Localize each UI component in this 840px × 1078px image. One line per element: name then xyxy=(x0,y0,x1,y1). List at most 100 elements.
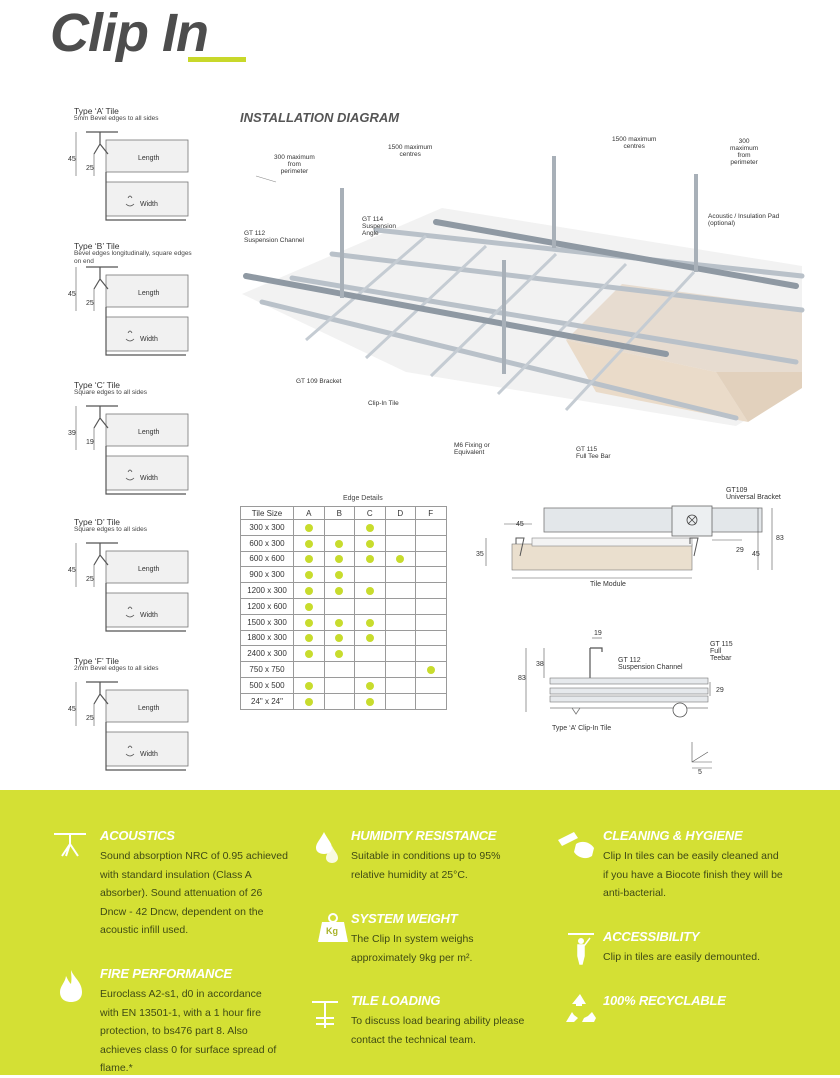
load-icon xyxy=(310,994,340,1035)
feature-heading: 100% RECYCLABLE xyxy=(603,993,726,1008)
edge-cell xyxy=(354,519,386,536)
edge-cell xyxy=(354,676,386,694)
cleaning-hand-icon xyxy=(556,830,598,867)
tile-name: Type ‘D’ Tile xyxy=(74,517,120,527)
tile-size-cell: 2400 x 300 xyxy=(240,645,294,663)
edge-cell xyxy=(384,676,416,694)
tile-description: Square edges to all sides xyxy=(74,526,147,533)
edge-cell xyxy=(384,692,416,710)
diagram-label-line: centres xyxy=(399,151,421,158)
tile-length-label: Length xyxy=(138,155,160,162)
feature-text-line: protection, to bs476 part 8. Also xyxy=(100,1025,248,1037)
tile-size-cell: 1200 x 300 xyxy=(240,582,294,599)
edge-cell xyxy=(354,550,386,568)
tile-size-cell: 750 x 750 xyxy=(240,661,294,678)
sec1-gt109-2: Universal Bracket xyxy=(726,494,781,501)
table-row: 300 x 300 xyxy=(240,519,447,536)
edge-cell xyxy=(415,692,447,710)
sec1-d45b: 45 xyxy=(752,551,760,558)
tile-dim-inner: 25 xyxy=(86,715,94,722)
diagram-label-cliptile: Clip-In Tile xyxy=(368,400,399,407)
table-row: 2400 x 300 xyxy=(240,645,447,663)
table-row: 24" x 24" xyxy=(240,692,447,710)
feature-heading: FIRE PERFORMANCE xyxy=(100,966,232,981)
diagram-label-line: 1500 maximum xyxy=(388,144,433,151)
available-dot xyxy=(335,586,344,595)
available-dot xyxy=(335,571,344,580)
installation-diagram xyxy=(242,156,805,426)
feature-heading: CLEANING & HYGIENE xyxy=(603,828,743,843)
tile-dim-inner: 25 xyxy=(86,300,94,307)
sec2-tile: Type ‘A’ Clip-In Tile xyxy=(552,725,611,732)
edge-cell xyxy=(384,661,416,678)
available-dot xyxy=(335,539,344,548)
edge-cell xyxy=(384,597,416,615)
edge-cell xyxy=(293,597,325,615)
edge-cell xyxy=(384,629,416,647)
edge-cell xyxy=(415,676,447,694)
available-dot xyxy=(365,539,374,548)
sec2-d19: 19 xyxy=(594,630,602,637)
feature-heading: ACOUSTICS xyxy=(100,828,175,843)
edge-header: B xyxy=(323,506,355,520)
available-dot xyxy=(335,650,344,659)
feature-text-line: The Clip In system weighs xyxy=(351,933,474,945)
feature-text-line: acoustic infill used. xyxy=(100,924,189,936)
feature-heading: SYSTEM WEIGHT xyxy=(351,911,458,926)
edge-cell xyxy=(384,534,416,552)
available-dot xyxy=(304,634,313,643)
table-row: 900 x 300 xyxy=(240,566,447,584)
available-dot xyxy=(304,681,313,690)
features-footer xyxy=(0,790,840,1075)
available-dot xyxy=(335,555,344,564)
edge-cell xyxy=(354,661,386,678)
tile-dim-total: 45 xyxy=(68,706,76,713)
feature-description: Suitable in conditions up to 95%relative… xyxy=(351,847,500,884)
edge-cell xyxy=(415,582,447,599)
edge-cell xyxy=(384,550,416,568)
edge-cell xyxy=(323,661,355,678)
available-dot xyxy=(335,634,344,643)
edge-cell xyxy=(384,582,416,599)
diagram-label-line: 300 maximum xyxy=(274,154,315,161)
available-dot xyxy=(304,650,313,659)
edge-cell xyxy=(293,613,325,631)
sec1-module: Tile Module xyxy=(590,581,626,588)
sec2-gt115-3: Teebar xyxy=(710,655,732,662)
feature-text-line: relative humidity at 25°C. xyxy=(351,868,468,881)
tile-size-cell: 1500 x 300 xyxy=(240,613,294,631)
flame-icon xyxy=(56,968,86,1009)
tile-description: Square edges to all sides xyxy=(74,389,147,396)
diagram-label-line: M6 Fixing or xyxy=(454,442,490,449)
available-dot xyxy=(304,697,313,706)
edge-cell xyxy=(293,676,325,694)
available-dot xyxy=(304,571,313,580)
diagram-label-line: perimeter xyxy=(280,168,309,175)
sec1-gt109-1: GT109 xyxy=(726,487,748,494)
diagram-label-line: (optional) xyxy=(708,220,736,227)
edge-cell xyxy=(354,597,386,615)
tile-size-cell: 300 x 300 xyxy=(240,519,294,536)
sec1-d29: 29 xyxy=(736,547,744,554)
sec2-gt115-1: GT 115 xyxy=(710,641,733,648)
available-dot xyxy=(365,586,374,595)
edge-cell xyxy=(354,692,386,710)
edge-cell xyxy=(293,582,325,599)
diagram-label-line: Equivalent xyxy=(454,449,485,456)
edge-cell xyxy=(415,661,447,678)
diagram-label-line: GT 115 xyxy=(576,446,598,453)
tile-width-label: Width xyxy=(140,475,158,482)
available-dot xyxy=(304,618,313,627)
diagram-label-line: Angle xyxy=(362,230,379,237)
available-dot xyxy=(365,618,374,627)
edge-cell xyxy=(293,629,325,647)
